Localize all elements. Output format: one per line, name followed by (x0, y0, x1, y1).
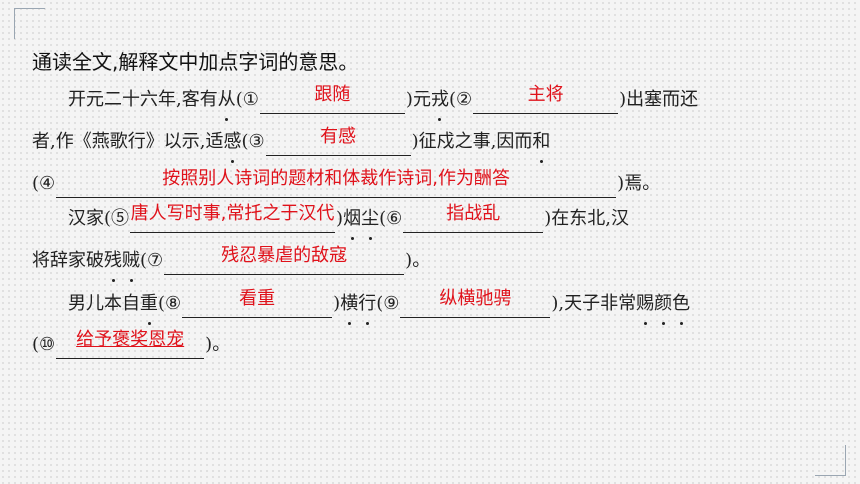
emphasized-character: 贼 (122, 247, 140, 282)
emphasized-character: 重 (140, 290, 158, 325)
passage-text: )。 (405, 250, 431, 271)
passage-text: (⑩ (32, 334, 56, 355)
answer-blank: 纵横驰骋 (400, 288, 551, 318)
passage-text: (⑦ (140, 250, 164, 271)
answer-blank: 看重 (182, 288, 333, 318)
passage-text: (⑥ (379, 208, 403, 229)
text-line-1: 开元二十六年,客有从(① 跟随)元戎(② 主将 )出塞而还 (68, 84, 699, 121)
emphasized-character: 残 (104, 247, 122, 282)
passage-text: 元 (412, 89, 431, 110)
answer-text: 看重 (239, 288, 276, 309)
passage-text: (⑨ (376, 293, 400, 314)
emphasized-character: 从 (218, 86, 236, 121)
passage-text: ) (333, 293, 341, 314)
answer-blank: 指战乱 (403, 203, 544, 233)
passage-text: (④ (32, 173, 56, 194)
passage-text: )焉。 (617, 173, 661, 194)
passage-text: ),天子非常 (551, 293, 637, 314)
passage-text: )。 (205, 334, 231, 355)
passage-text: 将辞家破 (32, 250, 104, 271)
emphasized-character: 戎 (431, 86, 449, 121)
passage-text: (③ (241, 131, 265, 152)
emphasized-character: 赐 (636, 290, 654, 325)
answer-blank: 给予褒奖恩宠 (56, 329, 205, 359)
emphasized-character: 横 (340, 290, 358, 325)
passage-text: )征戍之事,因而 (411, 131, 533, 152)
passage-text: 男儿本自 (68, 293, 140, 314)
answer-blank: 跟随 (259, 84, 405, 114)
emphasized-character: 色 (672, 290, 690, 325)
passage-text: (② (448, 89, 473, 110)
text-line-6: 男儿本自重(⑧ 看重)横行(⑨ 纵横驰骋 ),天子非常赐颜色 (68, 288, 690, 325)
answer-text: 指战乱 (446, 203, 501, 224)
passage-text: (① (235, 89, 259, 110)
instruction-heading: 通读全文,解释文中加点字词的意思。 (32, 50, 359, 74)
text-line-2: 者,作《燕歌行》以示,适感(③ 有感 )征戍之事,因而和 (32, 126, 550, 163)
emphasized-character: 尘 (361, 205, 379, 240)
answer-blank: 残忍暴虐的敌寇 (164, 245, 405, 275)
emphasized-character: 感 (223, 128, 241, 163)
answer-text: 主将 (527, 84, 564, 105)
text-line-3: (④ 按照别人诗词的题材和体裁作诗词,作为酬答 )焉。 (32, 168, 661, 198)
text-line-5: 将辞家破残贼(⑦ 残忍暴虐的敌寇 )。 (32, 245, 431, 282)
emphasized-character: 和 (532, 128, 550, 163)
passage-text: )出塞而还 (619, 89, 699, 110)
answer-text: 跟随 (314, 84, 351, 105)
answer-text: 有感 (320, 126, 357, 147)
answer-text: 按照别人诗词的题材和体裁作诗词,作为酬答 (162, 168, 511, 189)
answer-blank: 有感 (265, 126, 411, 156)
answer-text: 残忍暴虐的敌寇 (221, 245, 348, 266)
corner-frame-bottom-right (815, 445, 846, 476)
answer-blank: 唐人写时事,常托之于汉代 (130, 203, 336, 233)
answer-text: 唐人写时事,常托之于汉代 (130, 203, 335, 224)
emphasized-character: 颜 (654, 290, 672, 325)
emphasized-character: 行 (358, 290, 376, 325)
answer-text: 给予褒奖恩宠 (76, 329, 185, 350)
corner-frame-top-left (14, 8, 45, 39)
passage-text: 者,作《燕歌行》以示,适 (32, 131, 224, 152)
passage-text: 开元二十六年,客有 (68, 89, 218, 110)
answer-blank: 按照别人诗词的题材和体裁作诗词,作为酬答 (56, 168, 617, 198)
answer-text: 纵横驰骋 (439, 288, 512, 309)
answer-blank: 主将 (473, 84, 619, 114)
text-line-7: (⑩ 给予褒奖恩宠 )。 (32, 329, 231, 359)
passage-text: ) (405, 89, 413, 110)
emphasized-character: 烟 (343, 205, 361, 240)
passage-text: )在东北,汉 (544, 208, 629, 229)
passage-text: ) (336, 208, 344, 229)
passage-text: (⑧ (158, 293, 182, 314)
passage-text: 汉家(⑤ (68, 208, 130, 229)
